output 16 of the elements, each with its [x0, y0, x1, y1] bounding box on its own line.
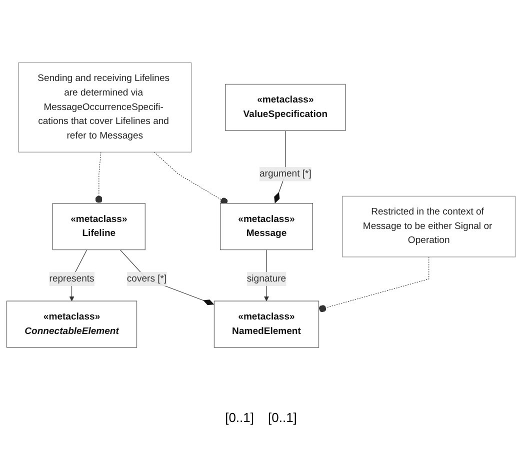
note-connector — [318, 256, 430, 312]
edge-label: represents — [49, 274, 94, 284]
multiplicity-label: [0..1] — [268, 410, 297, 425]
edge-label: argument [*] — [259, 168, 312, 179]
class-box: «metaclass» NamedElement — [214, 300, 320, 348]
class-box: «metaclass» ConnectableElement — [6, 300, 138, 348]
note-connector — [154, 152, 228, 205]
note-box: Restricted in the context of Message to be either Signal or Operation — [342, 196, 516, 258]
edge-label: covers [*] — [126, 274, 167, 284]
multiplicity-label: [0..1] — [225, 410, 254, 425]
note-connector — [95, 152, 103, 204]
class-box: «metaclass» ValueSpecification — [225, 84, 346, 131]
class-box: «metaclass» Lifeline — [52, 202, 146, 250]
class-box: «metaclass» Message — [220, 202, 313, 250]
edge-label: signature — [246, 274, 286, 284]
note-box: Sending and receiving Lifelines are determined via MessageOccurrenceSpecifi- cations that cover Lifelines and refer to Messages — [18, 62, 192, 152]
